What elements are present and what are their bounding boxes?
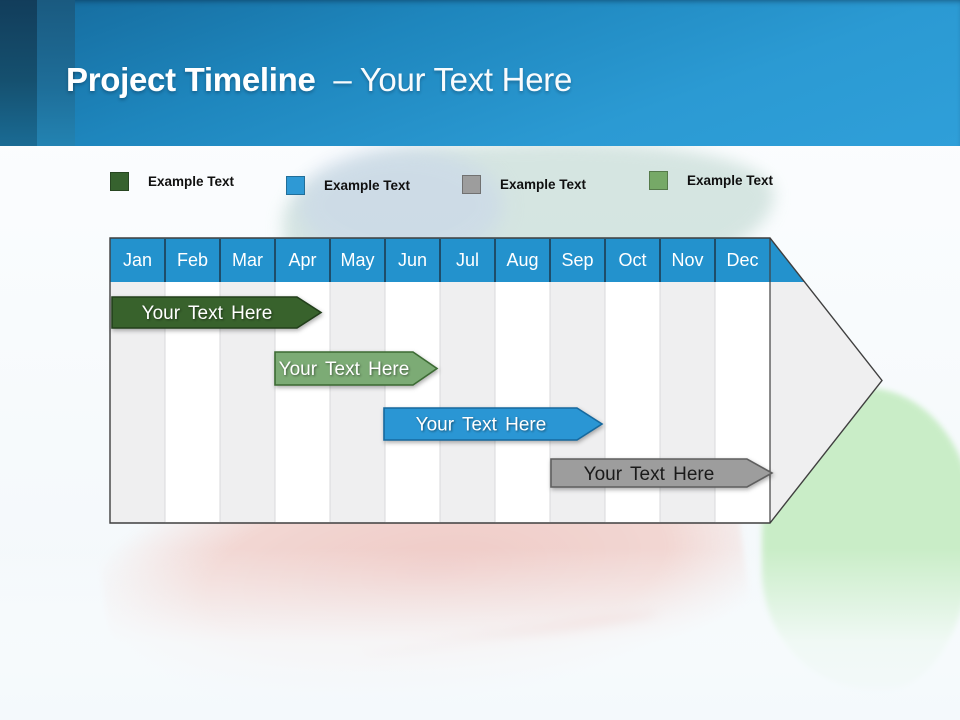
month-labels: Jan Feb Mar Apr May Jun Jul Aug Sep Oct …: [123, 250, 759, 270]
task-bar-shape: [111, 296, 323, 329]
legend-label: Example Text: [148, 174, 235, 189]
legend-label: Example Text: [324, 178, 411, 193]
legend-item-1: Example Text: [110, 172, 234, 191]
header-band: Project Timeline – Your Text Here: [0, 0, 960, 146]
month-label: Oct: [618, 250, 646, 270]
month-label: Apr: [288, 250, 316, 270]
column-gridlines: [164, 282, 716, 522]
task-bar-1: Your Text Here: [111, 296, 323, 329]
legend-swatch-gray: [462, 175, 481, 194]
month-label: May: [340, 250, 374, 270]
header-accent-stripe-dark: [0, 0, 37, 146]
task-bar-label: Your Text Here: [279, 359, 410, 380]
legend-swatch-dark-green: [110, 172, 129, 191]
task-bar-4: Your Text Here: [550, 458, 774, 488]
month-label: Aug: [506, 250, 538, 270]
month-label: Dec: [726, 250, 758, 270]
month-label: Mar: [232, 250, 263, 270]
arrow-outline: [109, 237, 883, 524]
legend-swatch-green: [649, 171, 668, 190]
month-header-separators: [164, 239, 716, 282]
legend-label: Example Text: [500, 177, 587, 192]
legend-item-3: Example Text: [462, 175, 586, 194]
month-header-band: [110, 238, 805, 282]
month-label: Jun: [398, 250, 427, 270]
month-label: Jul: [456, 250, 479, 270]
header-accent-stripe-medium: [37, 0, 75, 146]
task-bar-shape: [383, 407, 604, 441]
title-light-part: – Your Text Here: [333, 61, 572, 98]
task-bar-3: Your Text Here: [383, 407, 604, 441]
task-bar-label: Your Text Here: [142, 303, 273, 324]
legend-label: Example Text: [687, 173, 774, 188]
task-bar-shape: [274, 351, 439, 386]
legend-item-4: Example Text: [649, 171, 773, 190]
slide-title: Project Timeline – Your Text Here: [66, 61, 572, 99]
month-label: Nov: [671, 250, 703, 270]
task-bar-label: Your Text Here: [416, 415, 547, 436]
task-bar-label: Your Text Here: [584, 464, 715, 485]
task-bar-shape: [550, 458, 774, 488]
title-bold-part: Project Timeline: [66, 61, 316, 98]
task-bar-2: Your Text Here: [274, 351, 439, 386]
legend-swatch-blue: [286, 176, 305, 195]
legend-item-2: Example Text: [286, 176, 410, 195]
month-label: Jan: [123, 250, 152, 270]
month-label: Feb: [177, 250, 208, 270]
month-label: Sep: [561, 250, 593, 270]
